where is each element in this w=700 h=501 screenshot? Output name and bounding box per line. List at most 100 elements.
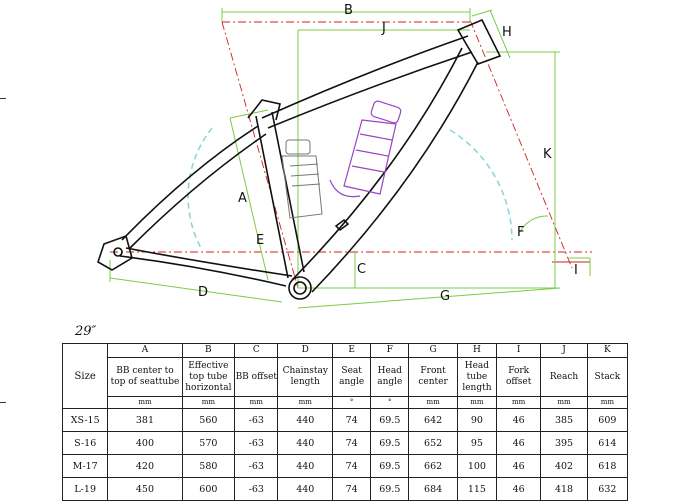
col-letter: G bbox=[408, 343, 458, 358]
dimension-a-line bbox=[229, 117, 269, 281]
value-cell: 46 bbox=[495, 408, 542, 432]
size-cell: XS-15 bbox=[61, 408, 109, 432]
frame-geometry-diagram: B J H K A E F C D G I bbox=[97, 3, 592, 309]
label-a: A bbox=[238, 191, 247, 206]
value-cell: 662 bbox=[408, 454, 458, 478]
label-e: E bbox=[256, 233, 264, 248]
col-letter: B bbox=[181, 343, 236, 358]
value-cell: 400 bbox=[107, 431, 183, 455]
value-cell: 69.5 bbox=[370, 477, 410, 501]
seat-angle-arc bbox=[187, 127, 213, 251]
col-name: BB offset bbox=[234, 357, 279, 397]
wheel-size-title: 29″ bbox=[75, 324, 97, 339]
label-f: F bbox=[517, 225, 524, 240]
col-name: Chainstay length bbox=[277, 357, 334, 397]
dimension-labels: B J H K A E F C D G I bbox=[198, 3, 578, 304]
seat-stays bbox=[121, 125, 267, 249]
down-tube-bottle bbox=[329, 100, 402, 198]
col-unit: mm bbox=[408, 396, 458, 409]
col-unit: mm bbox=[495, 396, 542, 409]
size-header: Size bbox=[61, 343, 109, 409]
value-cell: 100 bbox=[456, 454, 498, 478]
top-tube bbox=[261, 35, 473, 129]
value-cell: 74 bbox=[332, 477, 372, 501]
value-cell: 440 bbox=[277, 431, 334, 455]
size-cell: L-19 bbox=[61, 477, 109, 501]
geometry-table: Size A B C D E F G H I J K BB center to … bbox=[61, 343, 629, 501]
col-unit: mm bbox=[181, 396, 236, 409]
seat-tube-bottle bbox=[281, 139, 323, 219]
col-letter: K bbox=[586, 343, 629, 358]
value-cell: 642 bbox=[408, 408, 458, 432]
value-cell: 46 bbox=[495, 454, 542, 478]
value-cell: 395 bbox=[540, 431, 588, 455]
value-cell: 402 bbox=[540, 454, 588, 478]
seat-axis-line bbox=[221, 21, 299, 289]
col-unit: mm bbox=[456, 396, 498, 409]
col-unit: ° bbox=[370, 396, 410, 409]
value-cell: 95 bbox=[456, 431, 498, 455]
value-cell: 381 bbox=[107, 408, 183, 432]
label-i: I bbox=[574, 263, 578, 278]
size-cell: S-16 bbox=[61, 431, 109, 455]
col-name: Head tube length bbox=[456, 357, 498, 397]
col-unit: mm bbox=[107, 396, 183, 409]
margin-mark bbox=[0, 402, 6, 403]
value-cell: -63 bbox=[234, 477, 279, 501]
value-cell: 115 bbox=[456, 477, 498, 501]
bike-frame bbox=[97, 18, 502, 300]
seat-tube bbox=[255, 111, 305, 279]
value-cell: 90 bbox=[456, 408, 498, 432]
col-unit: ° bbox=[332, 396, 372, 409]
label-b: B bbox=[344, 3, 353, 18]
col-letter: E bbox=[332, 343, 372, 358]
value-cell: 440 bbox=[277, 454, 334, 478]
col-name: Front center bbox=[408, 357, 458, 397]
value-cell: -63 bbox=[234, 431, 279, 455]
construction-lines bbox=[110, 19, 592, 289]
rear-dropout bbox=[97, 234, 133, 271]
col-name: Seat angle bbox=[332, 357, 372, 397]
col-letter: I bbox=[495, 343, 542, 358]
col-letter: J bbox=[540, 343, 588, 358]
value-cell: 614 bbox=[586, 431, 629, 455]
value-cell: 69.5 bbox=[370, 408, 410, 432]
name-header-row: BB center to top of seattube Effective t… bbox=[63, 357, 629, 397]
down-tube bbox=[291, 47, 479, 293]
value-cell: -63 bbox=[234, 408, 279, 432]
label-d: D bbox=[198, 285, 208, 300]
margin-mark bbox=[0, 98, 6, 99]
value-cell: 580 bbox=[181, 454, 236, 478]
col-unit: mm bbox=[586, 396, 629, 409]
value-cell: 418 bbox=[540, 477, 588, 501]
dimension-lines bbox=[109, 8, 591, 309]
col-name: Effective top tube horizontal bbox=[181, 357, 236, 397]
value-cell: 74 bbox=[332, 454, 372, 478]
col-name: Head angle bbox=[370, 357, 410, 397]
col-name: BB center to top of seattube bbox=[107, 357, 183, 397]
dimension-d-line bbox=[109, 277, 283, 303]
value-cell: 385 bbox=[540, 408, 588, 432]
label-c: C bbox=[357, 262, 366, 277]
col-letter: F bbox=[370, 343, 410, 358]
label-j: J bbox=[381, 21, 386, 36]
value-cell: 46 bbox=[495, 431, 542, 455]
label-k: K bbox=[543, 147, 552, 162]
dimension-h-line bbox=[489, 9, 511, 59]
size-cell: M-17 bbox=[61, 454, 109, 478]
label-h: H bbox=[502, 25, 512, 40]
col-name: Fork offset bbox=[495, 357, 542, 397]
value-cell: 450 bbox=[107, 477, 183, 501]
value-cell: -63 bbox=[234, 454, 279, 478]
value-cell: 74 bbox=[332, 408, 372, 432]
col-letter: D bbox=[277, 343, 334, 358]
head-angle-small-arc bbox=[519, 215, 549, 233]
value-cell: 69.5 bbox=[370, 454, 410, 478]
col-letter: C bbox=[234, 343, 279, 358]
chain-stays bbox=[119, 247, 293, 287]
value-cell: 684 bbox=[408, 477, 458, 501]
dimension-g-line bbox=[297, 287, 561, 309]
